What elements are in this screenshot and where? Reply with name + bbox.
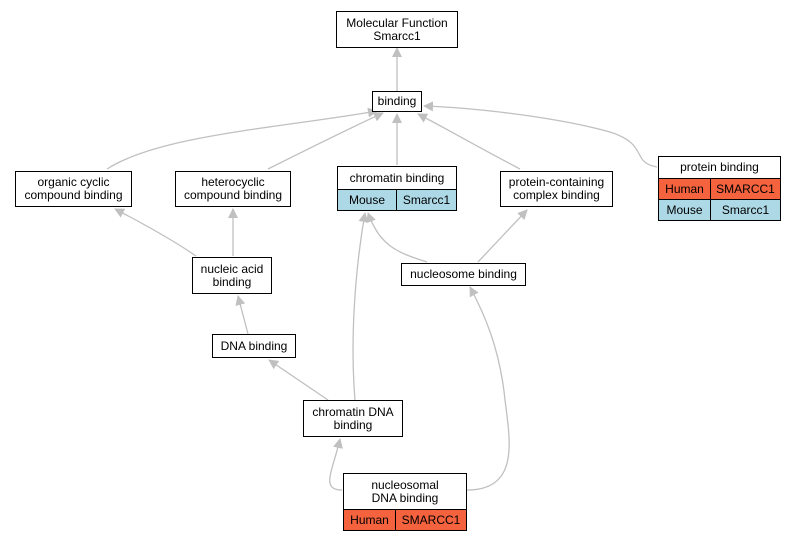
node-binding-label: binding xyxy=(377,94,417,108)
edge-organic-cyclic-to-binding xyxy=(106,107,378,170)
node-nucleosome-binding[interactable]: nucleosome binding xyxy=(401,263,526,286)
node-protein-complex-line2: complex binding xyxy=(513,188,600,202)
node-dna-binding[interactable]: DNA binding xyxy=(212,334,296,358)
edge-chromatin-dna-to-chromatin-binding xyxy=(352,212,369,401)
node-protein-containing-complex-binding[interactable]: protein-containing complex binding xyxy=(500,171,613,207)
node-organic-cyclic-compound-binding[interactable]: organic cyclic compound binding xyxy=(15,171,132,207)
edge-chromatin-dna-to-dna-binding xyxy=(268,359,329,401)
node-chromatin-dna-binding[interactable]: chromatin DNA binding xyxy=(303,400,403,437)
node-protein-binding-label: protein binding xyxy=(680,160,759,174)
node-nucleosomal-dna-binding[interactable]: nucleosomal DNA binding Human SMARCC1 xyxy=(343,473,467,531)
node-heterocyclic-compound-binding[interactable]: heterocyclic compound binding xyxy=(175,171,291,207)
annotation-row-human: Human SMARCC1 xyxy=(659,178,780,199)
node-protein-complex-line1: protein-containing xyxy=(508,175,605,189)
species-cell: Human xyxy=(659,179,710,199)
edge-nucleosome-binding-to-protein-complex xyxy=(477,209,528,263)
node-binding[interactable]: binding xyxy=(372,91,422,112)
node-chromatin-binding[interactable]: chromatin binding Mouse Smarcc1 xyxy=(337,166,457,211)
node-heterocyclic-line1: heterocyclic xyxy=(201,175,265,189)
edge-nucleosome-binding-to-chromatin-binding xyxy=(366,212,428,263)
node-molecular-function[interactable]: Molecular Function Smarcc1 xyxy=(336,11,458,48)
node-protein-binding[interactable]: protein binding Human SMARCC1 Mouse Smar… xyxy=(658,156,781,221)
edge-heterocyclic-to-binding xyxy=(267,112,384,170)
node-nucleosomal-dna-line1: nucleosomal xyxy=(371,477,439,492)
node-heterocyclic-line2: compound binding xyxy=(183,188,283,202)
node-molecular-function-line2: Smarcc1 xyxy=(373,28,421,43)
node-nucleosome-binding-label: nucleosome binding xyxy=(410,267,517,281)
node-organic-cyclic-line1: organic cyclic xyxy=(37,175,110,189)
node-nucleic-acid-line1: nucleic acid xyxy=(200,261,264,276)
node-nucleosomal-dna-line2: DNA binding xyxy=(371,490,439,505)
node-organic-cyclic-line2: compound binding xyxy=(24,188,123,202)
node-nucleic-acid-line2: binding xyxy=(212,274,252,289)
edge-nucleic-acid-to-organic-cyclic xyxy=(114,208,197,257)
annotation-row-mouse: Mouse Smarcc1 xyxy=(338,189,456,210)
species-cell: Human xyxy=(344,510,395,530)
node-chromatin-binding-label: chromatin binding xyxy=(349,170,445,185)
gene-cell: Smarcc1 xyxy=(710,200,780,220)
gene-cell: Smarcc1 xyxy=(396,190,456,210)
gene-cell: SMARCC1 xyxy=(395,510,466,530)
edge-dna-binding-to-nucleic-acid xyxy=(235,295,249,335)
edge-nucleosomal-dna-to-chromatin-dna xyxy=(329,438,343,491)
node-molecular-function-line1: Molecular Function xyxy=(346,15,448,30)
node-chromatin-dna-line1: chromatin DNA xyxy=(312,404,394,419)
annotation-row-human: Human SMARCC1 xyxy=(344,509,466,530)
edge-protein-binding-to-binding xyxy=(423,101,658,168)
species-cell: Mouse xyxy=(338,190,396,210)
annotation-row-mouse: Mouse Smarcc1 xyxy=(659,199,780,220)
edge-nucleosomal-dna-to-nucleosome-binding xyxy=(466,286,510,491)
node-nucleic-acid-binding[interactable]: nucleic acid binding xyxy=(192,257,272,294)
species-cell: Mouse xyxy=(659,200,710,220)
node-dna-binding-label: DNA binding xyxy=(220,338,288,353)
edge-protein-complex-to-binding xyxy=(417,113,521,170)
node-chromatin-dna-line2: binding xyxy=(333,417,373,432)
gene-cell: SMARCC1 xyxy=(710,179,780,199)
